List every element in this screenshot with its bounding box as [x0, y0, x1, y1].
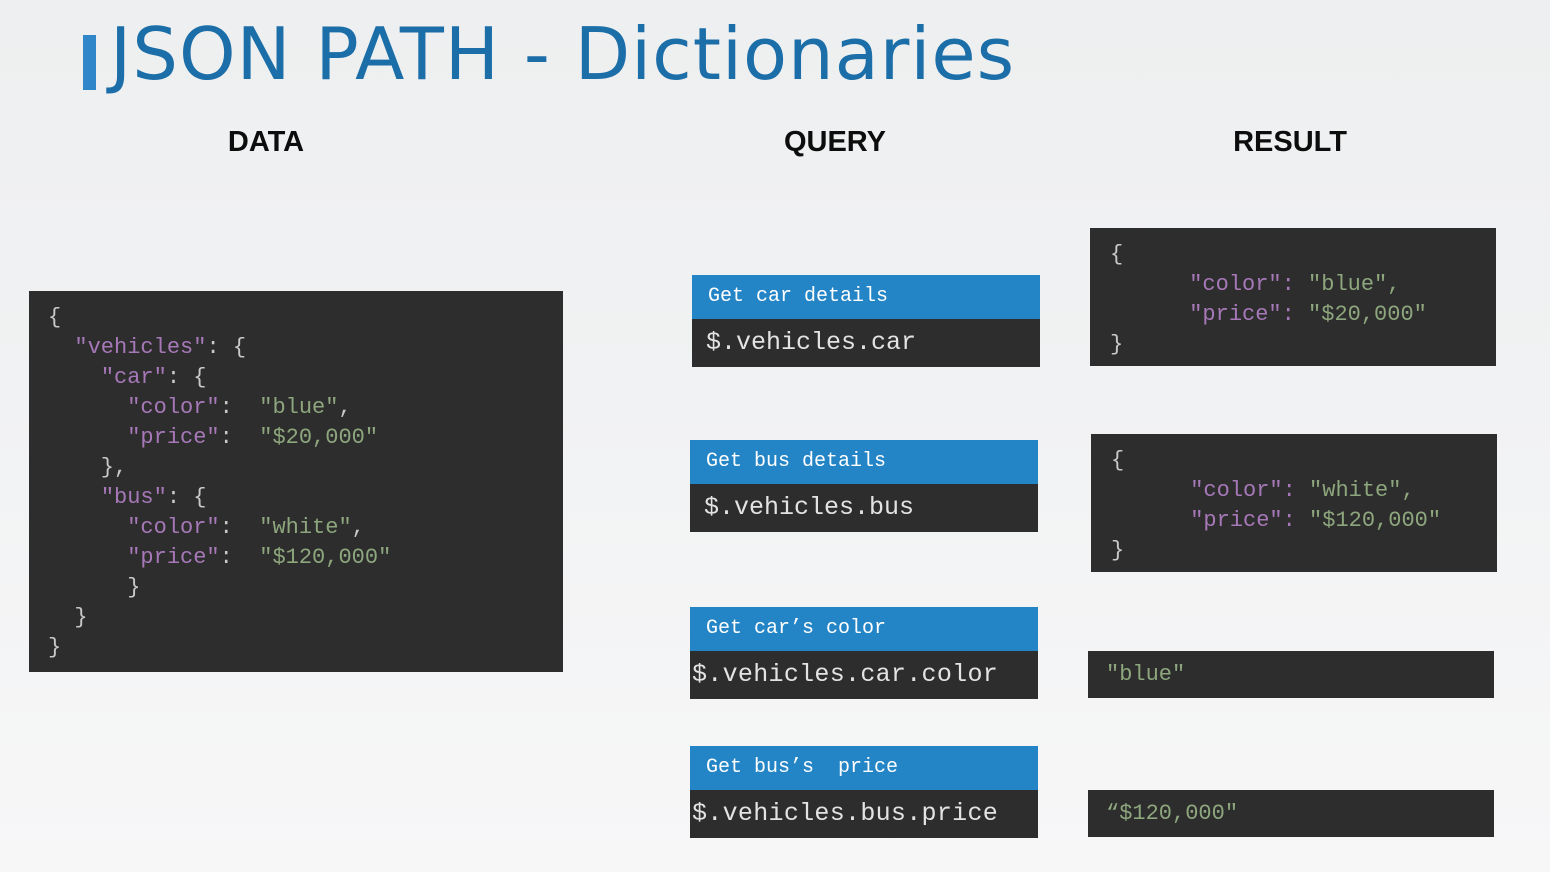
data-json-panel: { "vehicles": { "car": { "color": "blue"… [29, 291, 563, 672]
code-line: "price": "$20,000" [48, 423, 563, 453]
query-expression: $.vehicles.bus.price [690, 790, 1038, 838]
json-punctuation: }, [48, 455, 128, 480]
query-expression: $.vehicles.bus [690, 484, 1038, 532]
json-punctuation: : { [206, 335, 247, 360]
query-bus-price: Get bus’s price $.vehicles.bus.price [690, 746, 1038, 838]
json-punctuation [48, 335, 74, 360]
json-string: "$120,000" [259, 545, 392, 570]
json-key: "vehicles" [74, 335, 207, 360]
json-punctuation [48, 485, 101, 510]
result-bus-details: { "color": "white", "price": "$120,000" … [1091, 434, 1497, 572]
code-line: "car": { [48, 363, 563, 393]
result-key: "color" [1190, 478, 1283, 503]
query-bus-details: Get bus details $.vehicles.bus [690, 440, 1038, 532]
json-punctuation [48, 545, 127, 570]
code-line: } [48, 633, 563, 663]
json-punctuation: : { [166, 485, 207, 510]
result-key: "price" [1189, 302, 1282, 327]
result-brace-close: } [1110, 332, 1124, 357]
json-punctuation: : [219, 515, 260, 540]
json-punctuation: } [48, 635, 62, 660]
code-line: "bus": { [48, 483, 563, 513]
code-line: }, [48, 453, 563, 483]
query-label: Get bus details [690, 440, 1038, 484]
code-line: } [48, 603, 563, 633]
query-car-details: Get car details $.vehicles.car [692, 275, 1040, 367]
json-key: "color" [127, 395, 220, 420]
code-line: "color": "white", [48, 513, 563, 543]
result-brace-open: { [1111, 448, 1125, 473]
json-key: "bus" [100, 485, 167, 510]
result-value: "white" [1309, 478, 1402, 503]
json-punctuation: , [338, 395, 352, 420]
result-car-color: "blue" [1088, 651, 1494, 698]
json-punctuation: : [219, 545, 260, 570]
json-key: "color" [127, 515, 220, 540]
result-value: “$120,000" [1106, 801, 1239, 826]
column-header-result: RESULT [1233, 126, 1347, 158]
json-punctuation [48, 395, 127, 420]
result-value: "blue" [1106, 662, 1186, 687]
json-punctuation: : [219, 395, 260, 420]
json-punctuation [48, 515, 127, 540]
result-value: "$120,000" [1309, 508, 1442, 533]
json-string: "white" [259, 515, 352, 540]
json-key: "car" [100, 365, 167, 390]
json-key: "price" [127, 425, 220, 450]
json-punctuation: } [48, 575, 141, 600]
result-brace-open: { [1110, 242, 1124, 267]
query-label: Get car’s color [690, 607, 1038, 651]
result-key: "price" [1190, 508, 1283, 533]
result-car-details: { "color": "blue", "price": "$20,000" } [1090, 228, 1496, 366]
query-label: Get bus’s price [690, 746, 1038, 790]
json-string: "$20,000" [259, 425, 379, 450]
result-value: "$20,000" [1308, 302, 1427, 327]
code-line: "price": "$120,000" [48, 543, 563, 573]
json-punctuation: } [48, 605, 88, 630]
result-bus-price: “$120,000" [1088, 790, 1494, 837]
json-punctuation: { [48, 305, 62, 330]
json-punctuation: , [351, 515, 365, 540]
code-line: { [48, 303, 563, 333]
json-string: "blue" [259, 395, 339, 420]
query-expression: $.vehicles.car.color [690, 651, 1038, 699]
json-key: "price" [127, 545, 220, 570]
result-value: "blue" [1308, 272, 1388, 297]
query-car-color: Get car’s color $.vehicles.car.color [690, 607, 1038, 699]
column-header-data: DATA [227, 126, 305, 158]
code-line: "color": "blue", [48, 393, 563, 423]
json-punctuation: : [219, 425, 260, 450]
json-punctuation [48, 365, 101, 390]
column-header-query: QUERY [783, 126, 887, 158]
page-title: JSON PATH - Dictionaries [110, 12, 1016, 96]
code-line: "vehicles": { [48, 333, 563, 363]
query-expression: $.vehicles.car [692, 319, 1040, 367]
result-brace-close: } [1111, 538, 1125, 563]
json-punctuation [48, 425, 127, 450]
result-key: "color" [1189, 272, 1282, 297]
title-accent-bar [83, 35, 96, 90]
code-line: } [48, 573, 563, 603]
query-label: Get car details [692, 275, 1040, 319]
json-punctuation: : { [166, 365, 207, 390]
